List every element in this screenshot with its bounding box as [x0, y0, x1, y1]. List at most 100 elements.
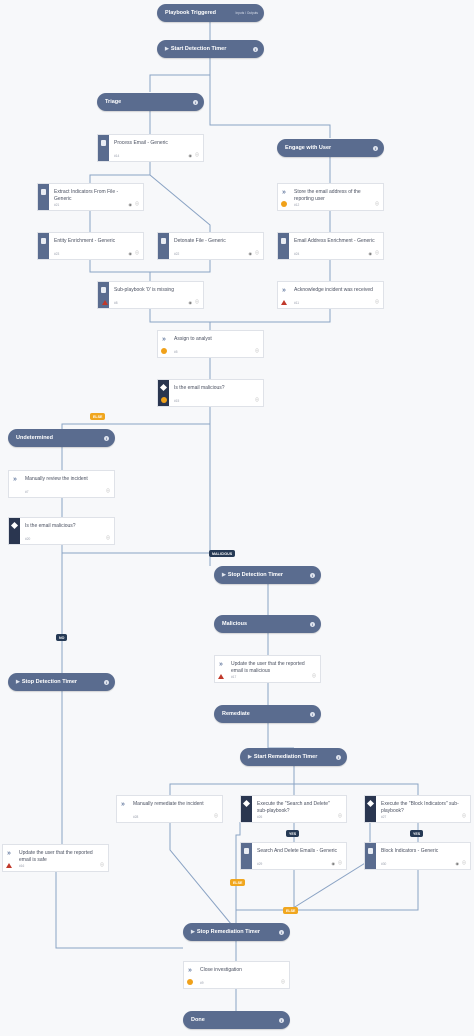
task-id: #21: [54, 203, 60, 207]
close-investigation-task[interactable]: » Close investigation #9 ⓘ: [183, 961, 290, 989]
arrow-icon: »: [13, 476, 17, 483]
node-title: Stop Detection Timer: [227, 572, 284, 578]
extract-indicators-task[interactable]: Extract Indicators From File - Generic #…: [37, 183, 144, 211]
task-title: Entity Enrichment - Generic: [54, 238, 116, 244]
condition-icon: [159, 383, 167, 392]
info-icon[interactable]: i: [310, 621, 315, 627]
task-id: #26: [257, 815, 263, 819]
eye-icon[interactable]: ◉: [128, 251, 133, 256]
info-icon[interactable]: i: [336, 754, 341, 760]
triage-node[interactable]: Triage i: [97, 93, 204, 111]
info-icon[interactable]: ⓘ: [312, 673, 316, 678]
acknowledge-task[interactable]: » Acknowledge incident was received #11 …: [277, 281, 384, 309]
start-detection-timer-node[interactable]: ▶ Start Detection Timer i: [157, 40, 264, 58]
entity-enrichment-task[interactable]: Entity Enrichment - Generic #23 ◉ ⓘ: [37, 232, 144, 260]
remediate-node[interactable]: Remediate i: [214, 705, 321, 723]
info-icon[interactable]: ⓘ: [255, 250, 259, 255]
info-icon[interactable]: ⓘ: [281, 979, 285, 984]
info-icon[interactable]: i: [253, 46, 258, 52]
block-indicators-task[interactable]: Block Indicators - Generic #30 ◉ ⓘ: [364, 842, 471, 870]
undetermined-node[interactable]: Undetermined i: [8, 429, 115, 447]
info-icon[interactable]: ⓘ: [375, 201, 379, 206]
info-icon[interactable]: ⓘ: [135, 201, 139, 206]
eye-icon[interactable]: ◉: [331, 861, 336, 866]
malicious-node[interactable]: Malicious i: [214, 615, 321, 633]
info-icon[interactable]: ⓘ: [106, 488, 110, 493]
done-node[interactable]: Done i: [183, 1011, 290, 1029]
stop-remediation-timer-node[interactable]: ▶ Stop Remediation Timer i: [183, 923, 290, 941]
arrow-icon: »: [7, 850, 11, 857]
subplaybook-missing-task[interactable]: Sub-playbook '0' is missing #8 ◉ ⓘ: [97, 281, 204, 309]
info-icon[interactable]: ⓘ: [375, 299, 379, 304]
warning-icon: [102, 300, 108, 305]
task-id: #5: [174, 350, 178, 354]
detonate-file-task[interactable]: Detonate File - Generic #22 ◉ ⓘ: [157, 232, 264, 260]
info-icon[interactable]: ⓘ: [462, 860, 466, 865]
task-id: #15: [174, 399, 180, 403]
task-title: Execute the "Block Indicators" sub-playb…: [381, 801, 459, 814]
warning-icon: [218, 674, 224, 679]
execute-search-delete-condition[interactable]: Execute the "Search and Delete" sub-play…: [240, 795, 347, 823]
task-id: #7: [25, 490, 29, 494]
assign-analyst-task[interactable]: » Assign to analyst #5 ⓘ: [157, 330, 264, 358]
info-icon[interactable]: i: [279, 1017, 284, 1023]
is-malicious-condition-1[interactable]: Is the email malicious? #15 ⓘ: [157, 379, 264, 407]
branch-label-yes-1: YES: [286, 830, 300, 837]
arrow-icon: »: [282, 287, 286, 294]
eye-icon[interactable]: ◉: [368, 251, 373, 256]
playbook-triggered-node[interactable]: Playbook Triggered Inputs / Outputs: [157, 4, 264, 22]
inputs-outputs-link[interactable]: Inputs / Outputs: [235, 11, 258, 15]
info-icon[interactable]: ⓘ: [135, 250, 139, 255]
execute-block-indicators-condition[interactable]: Execute the "Block Indicators" sub-playb…: [364, 795, 471, 823]
search-delete-emails-task[interactable]: Search And Delete Emails - Generic #29 ◉…: [240, 842, 347, 870]
task-title: Update the user that the reported email …: [19, 850, 93, 863]
email-enrichment-task[interactable]: Email Address Enrichment - Generic #24 ◉…: [277, 232, 384, 260]
info-icon[interactable]: ⓘ: [106, 535, 110, 540]
info-icon[interactable]: ⓘ: [255, 397, 259, 402]
info-icon[interactable]: ⓘ: [195, 152, 199, 157]
process-email-task[interactable]: Process Email - Generic #14 ◉ ⓘ: [97, 134, 204, 162]
update-malicious-task[interactable]: » Update the user that the reported emai…: [214, 655, 321, 683]
eye-icon[interactable]: ◉: [248, 251, 253, 256]
task-id: #11: [294, 301, 300, 305]
task-title: Extract Indicators From File - Generic: [54, 189, 119, 202]
info-icon[interactable]: ⓘ: [375, 250, 379, 255]
info-icon[interactable]: i: [104, 679, 109, 685]
info-icon[interactable]: i: [193, 99, 198, 105]
task-id: #12: [294, 203, 300, 207]
info-icon[interactable]: ⓘ: [338, 813, 342, 818]
node-title: Stop Remediation Timer: [196, 929, 261, 935]
info-icon[interactable]: ⓘ: [462, 813, 466, 818]
task-title: Is the email malicious?: [25, 523, 76, 529]
info-icon[interactable]: i: [373, 145, 378, 151]
eye-icon[interactable]: ◉: [188, 300, 193, 305]
eye-icon[interactable]: ◉: [128, 202, 133, 207]
info-icon[interactable]: ⓘ: [214, 813, 218, 818]
info-icon[interactable]: i: [310, 711, 315, 717]
stop-detection-timer-node-2[interactable]: ▶ Stop Detection Timer i: [8, 673, 115, 691]
clock-icon: [161, 348, 167, 354]
info-icon[interactable]: ⓘ: [255, 348, 259, 353]
manual-remediate-task[interactable]: » Manually remediate the incident #28 ⓘ: [116, 795, 223, 823]
info-icon[interactable]: i: [104, 435, 109, 441]
info-icon[interactable]: ⓘ: [100, 862, 104, 867]
info-icon[interactable]: ⓘ: [338, 860, 342, 865]
info-icon[interactable]: ⓘ: [195, 299, 199, 304]
stop-detection-timer-node-1[interactable]: ▶ Stop Detection Timer i: [214, 566, 321, 584]
is-malicious-condition-2[interactable]: Is the email malicious? #20 ⓘ: [8, 517, 115, 545]
eye-icon[interactable]: ◉: [188, 153, 193, 158]
playbook-icon: [40, 189, 46, 195]
task-title: Is the email malicious?: [174, 385, 225, 391]
manual-review-task[interactable]: » Manually review the incident #7 ⓘ: [8, 470, 115, 498]
store-email-task[interactable]: » Store the email address of the reporti…: [277, 183, 384, 211]
engage-with-user-node[interactable]: Engage with User i: [277, 139, 384, 157]
play-icon: ▶: [191, 929, 195, 935]
info-icon[interactable]: i: [279, 929, 284, 935]
info-icon[interactable]: i: [310, 572, 315, 578]
eye-icon[interactable]: ◉: [455, 861, 460, 866]
task-title: Detonate File - Generic: [174, 238, 226, 244]
start-remediation-timer-node[interactable]: ▶ Start Remediation Timer i: [240, 748, 347, 766]
update-safe-task[interactable]: » Update the user that the reported emai…: [2, 844, 109, 872]
node-title: Triage: [105, 99, 122, 105]
arrow-icon: »: [121, 801, 125, 808]
